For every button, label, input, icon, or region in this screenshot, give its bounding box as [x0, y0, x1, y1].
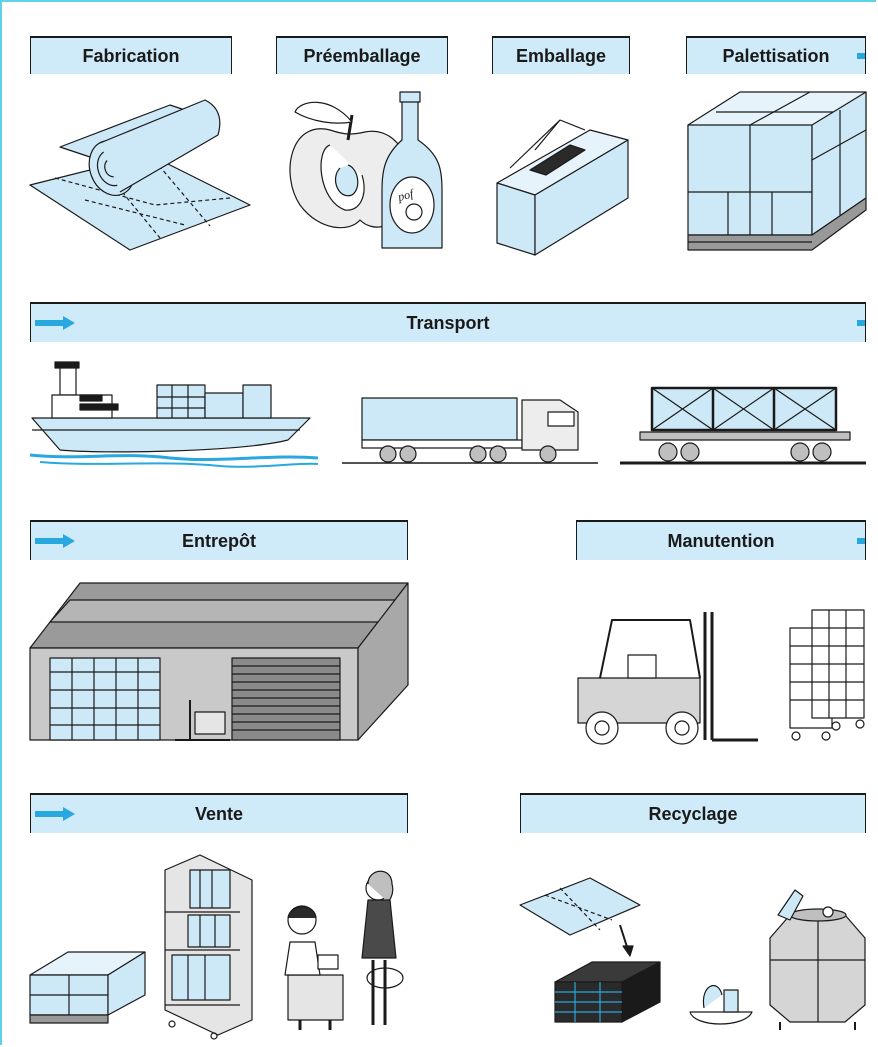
flattened-carton-icon [519, 877, 641, 957]
band-vente: Vente [30, 793, 408, 833]
band-palettisation: Palettisation [686, 36, 866, 74]
flow-tick [857, 538, 865, 544]
label-vente: Vente [194, 803, 244, 824]
flow-arrow-icon [35, 316, 75, 330]
band-emballage: Emballage [492, 36, 630, 74]
container-ship-icon [29, 361, 319, 468]
label-preemballage: Préemballage [303, 45, 421, 66]
label-recyclage: Recyclage [648, 803, 738, 824]
band-preemballage: Préemballage [276, 36, 448, 74]
recycling-basket-icon [689, 984, 753, 1025]
roll-cage-icon [789, 609, 865, 741]
flow-arrow-icon [35, 807, 75, 821]
label-emballage: Emballage [515, 45, 607, 66]
shopper-icon [361, 870, 404, 1025]
pallet-load-icon [687, 91, 867, 251]
band-manutention: Manutention [576, 520, 866, 560]
recycling-bin-icon [769, 889, 866, 1030]
band-recyclage: Recyclage [520, 793, 866, 833]
band-entrepot: Entrepôt [30, 520, 408, 560]
store-shelf-icon [164, 854, 253, 1040]
forklift-icon [577, 612, 758, 745]
rail-wagon-icon [620, 386, 866, 465]
bottle-icon: pof [381, 91, 443, 249]
pallet-stack-icon [29, 951, 146, 1024]
flow-tick [857, 320, 865, 326]
flow-tick [857, 53, 865, 59]
cashier-icon [284, 905, 344, 1030]
label-entrepot: Entrepôt [182, 530, 256, 551]
label-fabrication: Fabrication [82, 45, 180, 66]
bottle-label: pof [395, 186, 416, 204]
flat-carton-blank-icon [29, 99, 251, 251]
truck-icon [342, 397, 598, 464]
label-manutention: Manutention [667, 530, 775, 551]
open-box-icon [496, 119, 629, 256]
flow-arrow-icon [35, 534, 75, 548]
band-fabrication: Fabrication [30, 36, 232, 74]
label-transport: Transport [406, 312, 490, 333]
label-palettisation: Palettisation [722, 45, 830, 66]
band-transport: Transport [30, 302, 866, 342]
apple-icon [289, 101, 411, 229]
warehouse-icon [29, 582, 409, 741]
compressed-bale-icon [554, 961, 661, 1023]
